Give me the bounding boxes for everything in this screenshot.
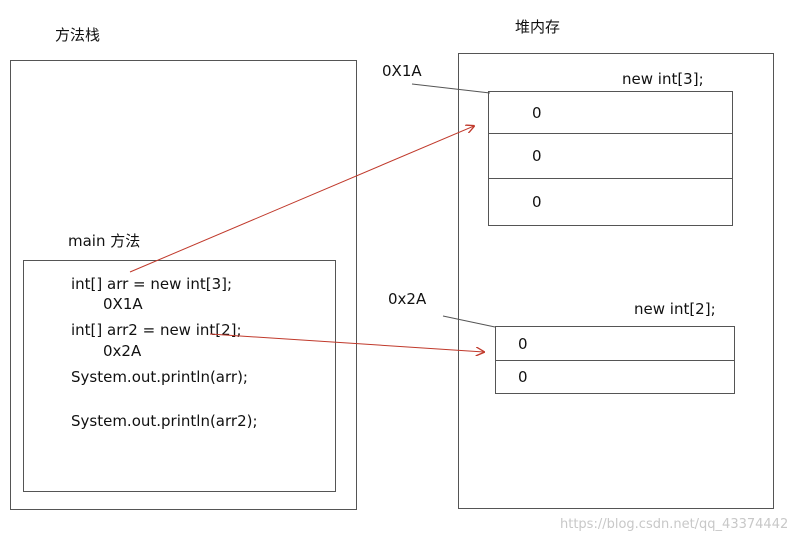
main-method-label: main 方法 [68,232,141,250]
array1-box: 0 0 0 [488,91,733,226]
array2-new-label: new int[2]; [634,300,716,318]
watermark: https://blog.csdn.net/qq_43374442 [560,517,789,532]
stack-frame [10,60,357,510]
array2-cell: 0 [518,368,528,386]
array2-cell: 0 [496,327,734,361]
heap-frame [458,53,774,509]
array2-address: 0x2A [388,290,427,308]
array1-new-label: new int[3]; [622,70,704,88]
heap-title: 堆内存 [515,18,561,36]
code-line-arr2-address: 0x2A [103,342,142,360]
array1-cell: 0 [489,92,732,134]
code-line-arr-address: 0X1A [103,295,143,313]
array1-cell: 0 [532,193,542,211]
array1-cell: 0 [489,134,732,179]
array2-box: 0 0 [495,326,735,394]
stack-title: 方法栈 [55,26,101,44]
code-line-println-arr2: System.out.println(arr2); [71,412,258,430]
code-line-println-arr: System.out.println(arr); [71,368,248,386]
code-line-arr2-decl: int[] arr2 = new int[2]; [71,321,242,339]
code-line-arr-decl: int[] arr = new int[3]; [71,275,233,293]
array1-address: 0X1A [382,62,422,80]
